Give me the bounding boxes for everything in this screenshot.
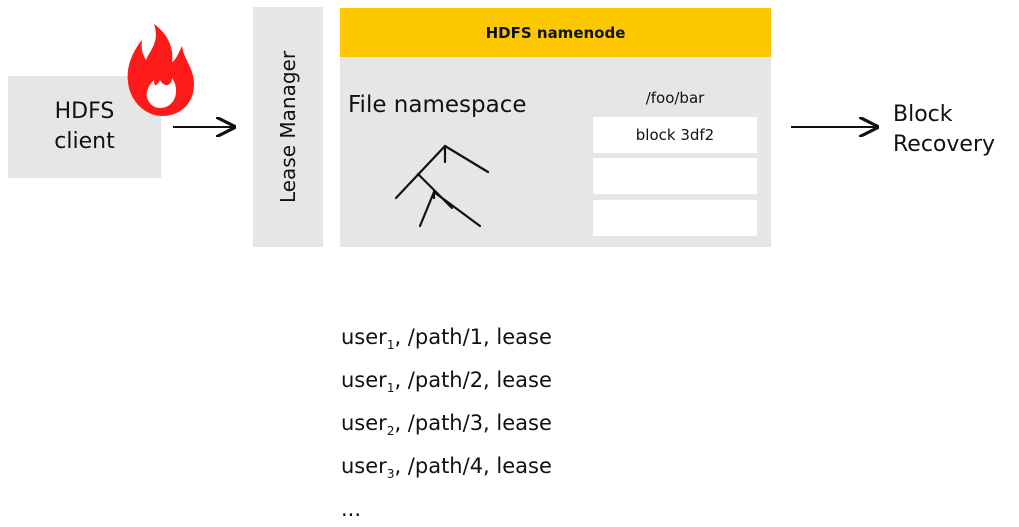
- file-namespace-label: File namespace: [348, 92, 527, 118]
- lease-list-ellipsis: ...: [341, 497, 362, 521]
- fire-icon: [127, 24, 194, 116]
- hdfs-client-label: HDFS client: [54, 99, 115, 154]
- tree-icon: [394, 144, 490, 228]
- file-path-label: /foo/bar: [645, 89, 705, 107]
- block-cell: [593, 158, 757, 194]
- lease-entry: user1, /path/1, lease: [341, 325, 552, 352]
- block-cell: block 3df2: [593, 117, 757, 153]
- lease-manager-label: Lease Manager: [276, 50, 300, 204]
- block-cell: [593, 200, 757, 236]
- lease-entry: user2, /path/3, lease: [341, 411, 552, 438]
- lease-manager-box: Lease Manager: [253, 7, 323, 247]
- lease-entry: user3, /path/4, lease: [341, 454, 552, 481]
- lease-entry: user1, /path/2, lease: [341, 368, 552, 395]
- block-recovery-label: Block Recovery: [893, 102, 996, 157]
- lease-list: user1, /path/1, lease user1, /path/2, le…: [341, 320, 552, 527]
- namenode-title: HDFS namenode: [340, 8, 771, 57]
- namenode-box: HDFS namenode File namespace /foo/bar bl…: [340, 8, 771, 247]
